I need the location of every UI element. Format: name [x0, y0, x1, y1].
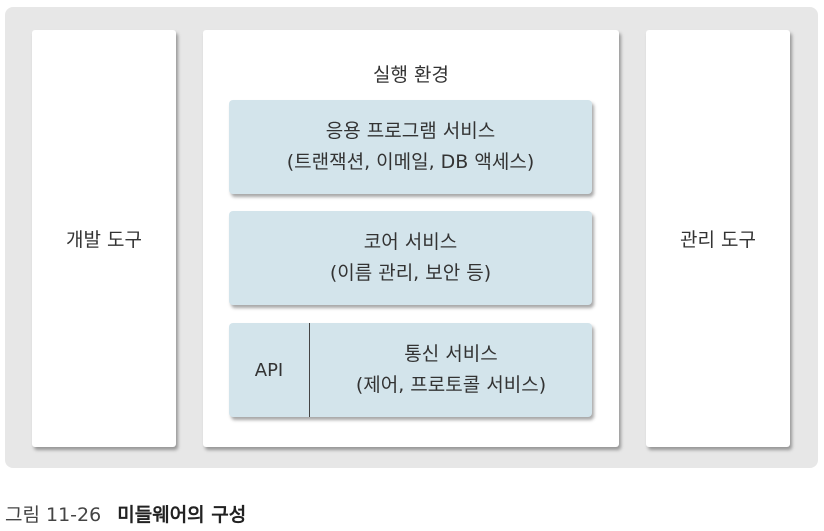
core-service-detail: (이름 관리, 보안 등)	[329, 262, 492, 284]
management-tools-label: 관리 도구	[680, 229, 756, 251]
figure-title: 미들웨어의 구성	[117, 504, 247, 526]
communication-service-detail: (제어, 프로토콜 서비스)	[355, 374, 547, 396]
application-service-box: 응용 프로그램 서비스 (트랜잭션, 이메일, DB 액세스)	[229, 100, 592, 194]
figure-caption: 그림 11-26 미들웨어의 구성	[5, 500, 246, 527]
communication-service-title: 통신 서비스	[404, 343, 498, 365]
runtime-environment-title: 실행 환경	[373, 64, 449, 86]
development-tools-panel: 개발 도구	[32, 30, 176, 447]
runtime-environment-panel: 실행 환경 응용 프로그램 서비스 (트랜잭션, 이메일, DB 액세스) 코어…	[203, 30, 619, 447]
communication-service-box: API 통신 서비스 (제어, 프로토콜 서비스)	[229, 323, 592, 417]
core-service-box: 코어 서비스 (이름 관리, 보안 등)	[229, 211, 592, 305]
management-tools-panel: 관리 도구	[646, 30, 790, 447]
development-tools-label: 개발 도구	[66, 229, 142, 251]
api-label: API	[229, 323, 310, 417]
application-service-detail: (트랜잭션, 이메일, DB 액세스)	[286, 151, 535, 173]
application-service-title: 응용 프로그램 서비스	[325, 120, 496, 142]
communication-service-content: 통신 서비스 (제어, 프로토콜 서비스)	[310, 323, 592, 417]
core-service-title: 코어 서비스	[363, 231, 458, 253]
figure-number: 그림 11-26	[5, 504, 102, 526]
